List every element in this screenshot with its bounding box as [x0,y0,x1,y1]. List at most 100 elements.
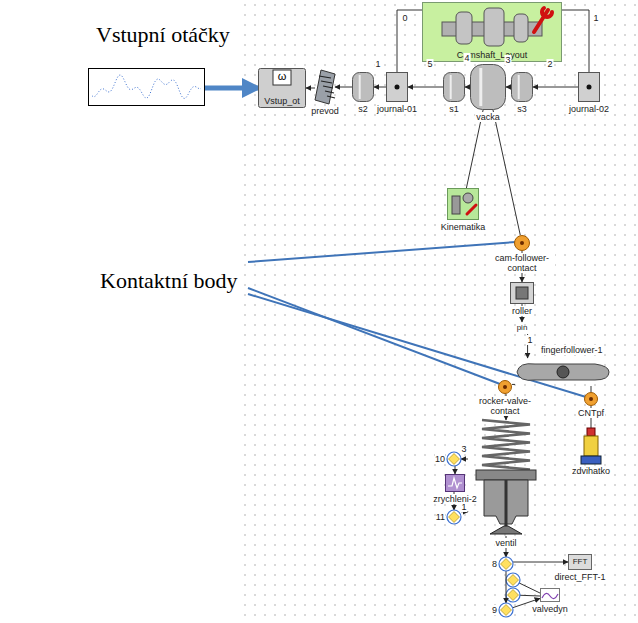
connector [506,571,507,603]
node-label: s3 [516,104,528,114]
lifter-icon [581,428,601,464]
shaft-segment: s1 [443,72,465,102]
node-label: pin [512,323,532,333]
callout-label: Kontaktní body [100,268,238,294]
connector [512,384,515,385]
sensor-icon [499,603,513,617]
sensor: 11 [447,510,461,524]
port-number: 3 [460,444,467,454]
node-label: Vstup_ot [258,96,306,106]
node-label: valvedyn [531,604,569,614]
cam-lobe-icon [470,64,506,110]
contact-point-icon [584,392,598,406]
journal-bearing-icon [578,72,600,102]
journal-bearing-icon [386,72,408,102]
lifter: zdvihatko [581,428,601,464]
camshaft-layout: Camshaft_Layout [422,2,562,62]
node-label: fingerfollower-1 [540,345,604,355]
node-label: rocker-valve-contact [472,396,538,416]
gear-ratio: prevod [315,70,335,104]
shaft-segment-icon [511,72,533,102]
roller-icon [510,282,534,304]
node-label: 9 [492,605,497,615]
node-label: s2 [357,104,369,114]
node-label: zrychleni-2 [432,494,478,504]
connector [306,88,315,89]
valve-icon [468,420,544,536]
node-label: roller [511,306,533,316]
pin: pin [512,322,532,334]
connector [533,87,578,88]
connector [374,87,386,88]
sensor: 10 [447,452,461,466]
connector [408,87,443,88]
dot-grid [236,0,636,623]
node-label: FFT [568,557,592,567]
node-label: zdvihatko [571,466,611,476]
contact-point: rocker-valve-contact [498,380,512,394]
input-arrow [205,86,258,91]
cam-lobe: vacka [470,64,506,110]
finger-follower: fingerfollower-1 [515,358,611,386]
node-label: Vstupní otáčky [96,22,230,48]
sensor-icon [447,452,461,466]
connector [506,87,511,88]
valve-dynamics-plot-icon [540,588,560,602]
speed-input: ωVstup_ot [258,68,306,108]
fft-block: FFTdirect_FFT-1 [568,554,592,570]
acceleration-block-icon [445,474,465,492]
shaft-segment-icon [443,72,465,102]
connector [465,87,470,88]
node-label: journal-02 [568,104,610,114]
node-label: Kinematika [440,222,487,232]
connector [562,10,589,72]
node-label: ω [258,70,306,82]
sensor-icon [499,557,513,571]
node-label: direct_FFT-1 [553,572,606,582]
shaft-segment: s2 [352,72,374,102]
connector [591,386,592,392]
kinematics-block: Kinematika [447,188,479,220]
port-number: 5 [426,59,433,69]
node-label: vacka [475,112,501,122]
node-label: s1 [448,104,460,114]
sensor-symbols [506,573,542,602]
connector [461,459,468,460]
roller: roller [510,282,534,304]
sensor: 8 [499,557,513,571]
connector [335,87,352,88]
connector [513,562,568,563]
port-number: 4 [463,53,470,63]
contact-point: CNTpf [584,392,598,406]
port-number: 2 [546,59,553,69]
gear-ratio-icon [315,70,335,104]
acceleration-block: zrychleni-2 [445,474,465,492]
node-label: 11 [436,512,445,522]
port-number: 1 [592,13,599,23]
signal-box-icon [88,68,205,106]
valve: ventil [468,420,544,536]
shaft-segment-icon [352,72,374,102]
contact-point: cam-follower-contact [514,235,530,251]
signal-box: Vstupní otáčky [88,68,205,106]
node-label: CNTpf [577,408,605,418]
node-label: journal-01 [376,104,418,114]
connector [397,10,422,72]
port-number: 3 [504,55,511,65]
node-label: ventil [494,538,517,548]
shaft-segment: s3 [511,72,533,102]
kinematics-block-icon [447,188,479,220]
journal-bearing: journal-01 [386,72,408,102]
node-label: 10 [435,454,445,464]
node-label: Camshaft_Layout [422,50,562,60]
node-label: 8 [492,559,497,569]
valve-dynamics-plot: valvedyn [540,588,560,602]
port-number: 1 [374,59,381,69]
connector [493,110,520,235]
contact-point-icon [498,380,512,394]
node-label: cam-follower-contact [489,253,555,273]
node-label: prevod [310,106,340,116]
port-number: 1 [526,335,533,345]
finger-follower-icon [515,358,611,386]
port-number: 0 [401,13,408,23]
